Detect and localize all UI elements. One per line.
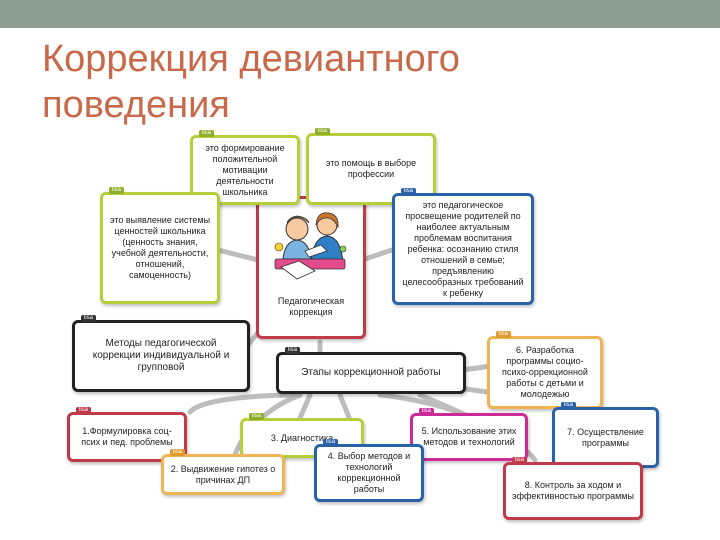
teacher-student-image-icon bbox=[274, 212, 347, 280]
node-values-system: lisa это выявление системы ценностей шко… bbox=[100, 187, 220, 304]
node-text: Этапы коррекционной работы bbox=[301, 367, 441, 378]
node-correction-methods: lisa Методы педагогической коррекции инд… bbox=[72, 315, 250, 392]
node-tag: lisa bbox=[561, 402, 577, 409]
node-text: Методы педагогической коррекции индивиду… bbox=[92, 338, 230, 373]
node-text: 3. Диагностика bbox=[270, 432, 334, 443]
node-step-8: lisa 8. Контроль за ходом и эффективност… bbox=[503, 457, 643, 520]
center-node-label: Педагогическая коррекция bbox=[277, 296, 345, 317]
node-tag: lisa bbox=[199, 130, 215, 137]
node-tag: lisa bbox=[323, 439, 339, 446]
node-tag: lisa bbox=[401, 188, 417, 195]
node-step-2: lisa 2. Выдвижение гипотез о причинах ДП bbox=[161, 449, 285, 495]
node-text: 7. Осуществление программы bbox=[567, 426, 644, 448]
node-tag: lisa bbox=[496, 331, 512, 338]
node-correction-stages: lisa Этапы коррекционной работы bbox=[276, 347, 466, 394]
node-text: 4. Выбор методов и технологий коррекцион… bbox=[327, 451, 411, 494]
node-tag: lisa bbox=[76, 407, 92, 414]
node-step-7: lisa 7. Осуществление программы bbox=[552, 402, 659, 468]
node-text: 5. Использование этих методов и технолог… bbox=[421, 426, 517, 447]
node-step-4: lisa 4. Выбор методов и технологий корре… bbox=[314, 439, 424, 502]
node-tag: lisa bbox=[81, 315, 97, 322]
connector-parents bbox=[359, 247, 395, 263]
node-text: 2. Выдвижение гипотез о причинах ДП bbox=[170, 463, 276, 485]
node-tag: lisa bbox=[419, 408, 435, 415]
node-text: это помощь в выборе профессии bbox=[325, 158, 417, 179]
node-tag: lisa bbox=[315, 128, 331, 135]
connector-values bbox=[215, 247, 261, 263]
node-text: это педагогическое просвещение родителей… bbox=[402, 199, 524, 298]
slide-title: Коррекция девиантного поведения bbox=[42, 38, 460, 126]
top-bar bbox=[0, 0, 720, 28]
node-tag: lisa bbox=[109, 187, 125, 194]
connector-step3 bbox=[297, 392, 313, 421]
center-node-pedagogical-correction: lisa Педагогическая коррекция bbox=[256, 191, 366, 339]
node-tag: lisa bbox=[170, 449, 186, 456]
connector-step1 bbox=[187, 392, 303, 415]
node-step-6: lisa 6. Разработка программы социо-психо… bbox=[487, 331, 603, 409]
node-step-1: lisa 1.Формулировка соц-псих и пед. проб… bbox=[67, 407, 187, 462]
node-text: это выявление системы ценностей школьник… bbox=[109, 215, 211, 280]
node-text: 8. Контроль за ходом и эффективностью пр… bbox=[512, 480, 634, 501]
node-parent-education: lisa это педагогическое просвещение роди… bbox=[392, 188, 534, 305]
node-text: 1.Формулировка соц-псих и пед. проблемы bbox=[81, 426, 173, 447]
node-step-5: lisa 5. Использование этих методов и тех… bbox=[410, 408, 528, 461]
node-tag: lisa bbox=[249, 413, 265, 420]
node-text: это формирование положительной мотивации… bbox=[205, 142, 285, 197]
node-tag: lisa bbox=[285, 347, 301, 354]
node-tag: lisa bbox=[512, 457, 528, 464]
node-text: 6. Разработка программы социо-психо-орре… bbox=[502, 345, 588, 399]
